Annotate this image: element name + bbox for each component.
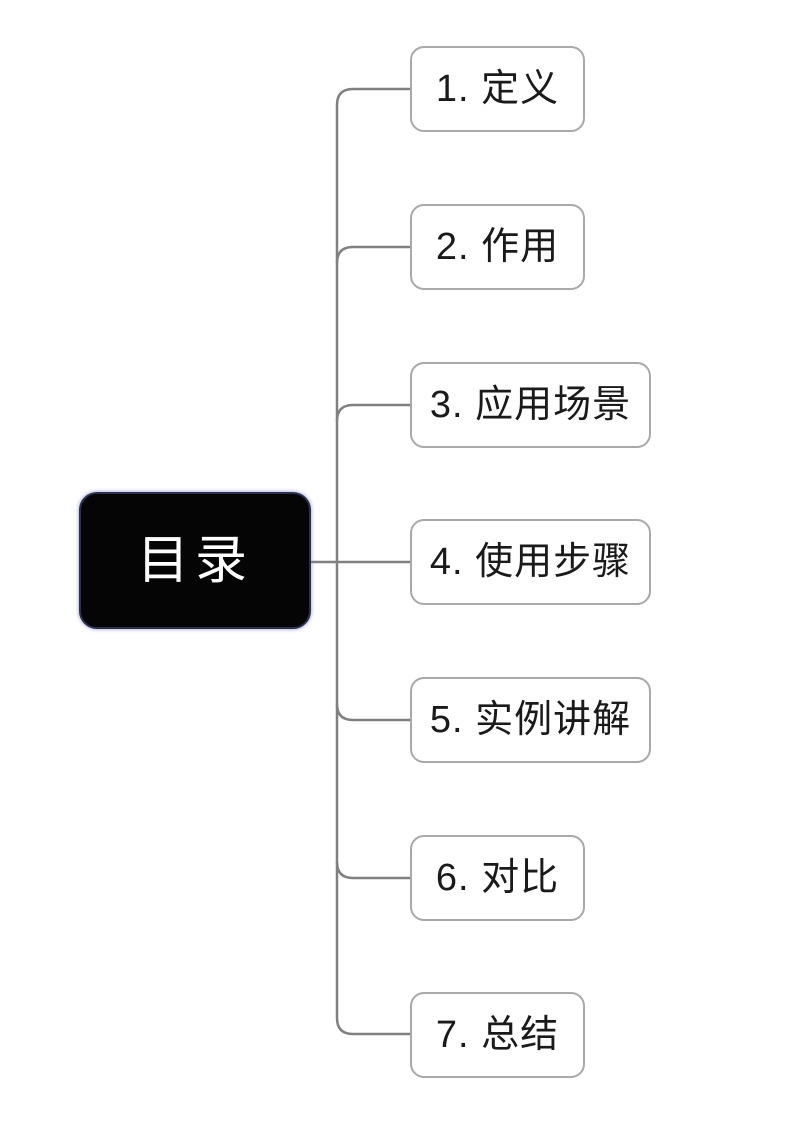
branch-node-3[interactable]: 3. 应用场景 bbox=[410, 362, 651, 448]
branch-node-4-label: 4. 使用步骤 bbox=[429, 541, 632, 583]
branch-node-1-label: 1. 定义 bbox=[435, 68, 560, 110]
branch-node-5-label: 5. 实例讲解 bbox=[429, 699, 632, 741]
root-node[interactable]: 目录 bbox=[79, 492, 311, 629]
root-node-label: 目录 bbox=[136, 531, 253, 590]
branch-node-5[interactable]: 5. 实例讲解 bbox=[410, 677, 651, 763]
branch-node-2-label: 2. 作用 bbox=[435, 226, 560, 268]
branch-node-1[interactable]: 1. 定义 bbox=[410, 46, 585, 132]
connector-branch-6 bbox=[335, 861, 410, 880]
branch-node-6[interactable]: 6. 对比 bbox=[410, 835, 585, 921]
branch-node-3-label: 3. 应用场景 bbox=[429, 384, 632, 426]
branch-node-6-label: 6. 对比 bbox=[435, 857, 560, 899]
connector-branch-7 bbox=[335, 1017, 410, 1036]
connector-branch-5 bbox=[335, 703, 410, 722]
connector-branch-2 bbox=[335, 245, 410, 264]
branch-node-4[interactable]: 4. 使用步骤 bbox=[410, 519, 651, 605]
branch-node-7[interactable]: 7. 总结 bbox=[410, 992, 585, 1078]
connector-branch-1 bbox=[335, 87, 410, 106]
connector-branch-3 bbox=[335, 403, 410, 422]
branch-node-2[interactable]: 2. 作用 bbox=[410, 204, 585, 290]
branch-node-7-label: 7. 总结 bbox=[435, 1014, 560, 1056]
